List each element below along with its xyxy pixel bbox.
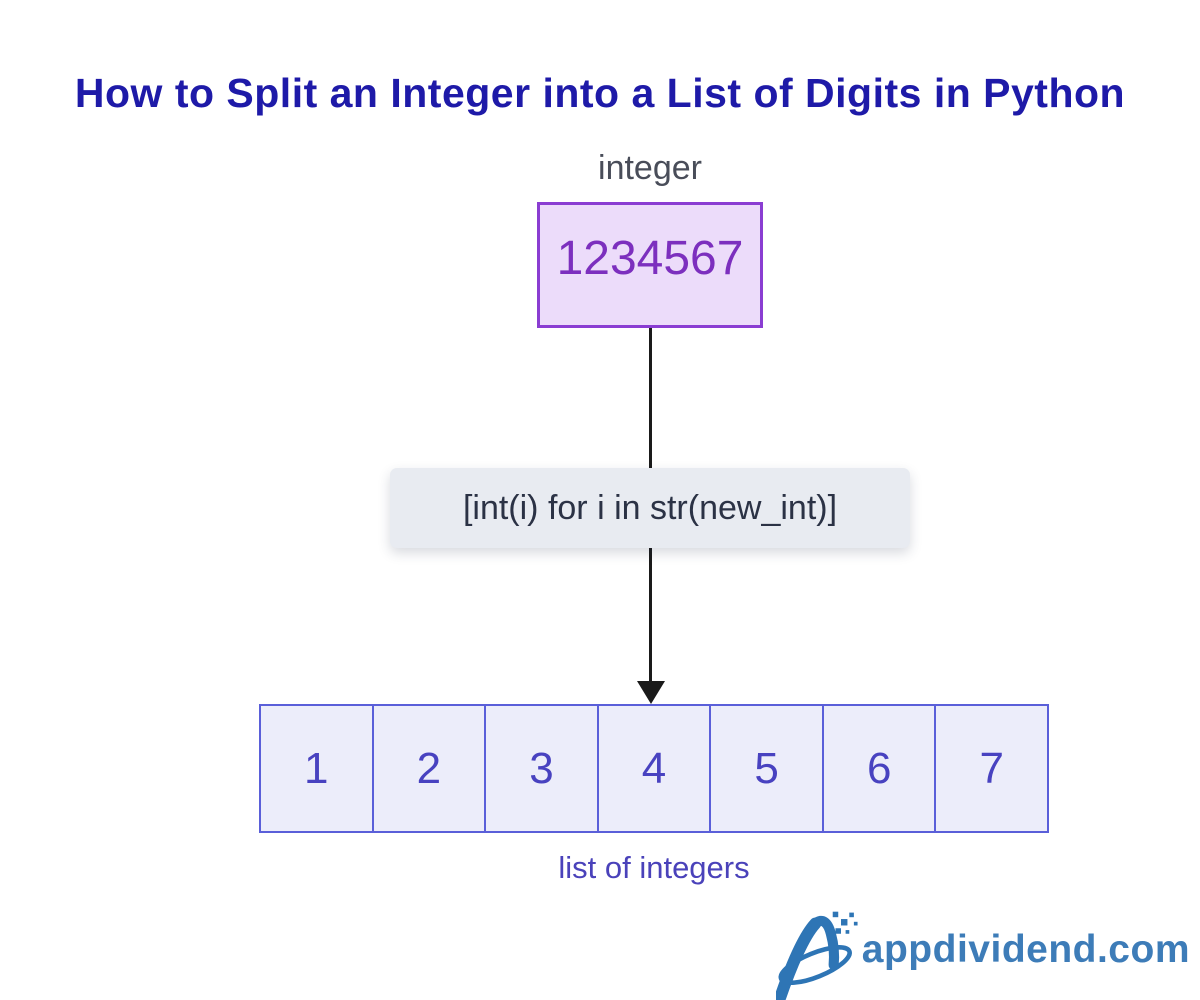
- digit-value: 7: [979, 743, 1004, 793]
- appdividend-a-swoosh-icon: [775, 911, 858, 1000]
- digit-cell: 7: [936, 706, 1047, 831]
- digit-cell: 5: [711, 706, 824, 831]
- digit-value: 5: [754, 743, 779, 793]
- digit-cell: 4: [599, 706, 712, 831]
- digit-list: 1 2 3 4 5 6 7: [259, 704, 1049, 833]
- list-of-integers-label: list of integers: [558, 850, 750, 885]
- digit-cell: 2: [374, 706, 487, 831]
- integer-value: 1234567: [556, 231, 744, 285]
- digit-cell: 1: [261, 706, 374, 831]
- page-title: How to Split an Integer into a List of D…: [74, 70, 1126, 116]
- digit-value: 2: [416, 743, 442, 793]
- code-pill: [int(i) for i in str(new_int)]: [390, 468, 910, 548]
- digit-cell: 6: [824, 706, 937, 831]
- digit-value: 1: [304, 743, 329, 793]
- list-comprehension-code: [int(i) for i in str(new_int)]: [462, 488, 838, 527]
- brand-watermark: appdividend.com: [775, 908, 1190, 1000]
- digit-value: 6: [866, 743, 892, 793]
- digit-cell: 3: [486, 706, 599, 831]
- integer-box: 1234567: [537, 202, 763, 328]
- digit-value: 3: [529, 743, 554, 793]
- digit-value: 4: [641, 743, 667, 793]
- flow-arrow-head-icon: [637, 681, 665, 704]
- integer-label: integer: [598, 149, 702, 187]
- brand-site-name: appdividend.com: [861, 928, 1190, 971]
